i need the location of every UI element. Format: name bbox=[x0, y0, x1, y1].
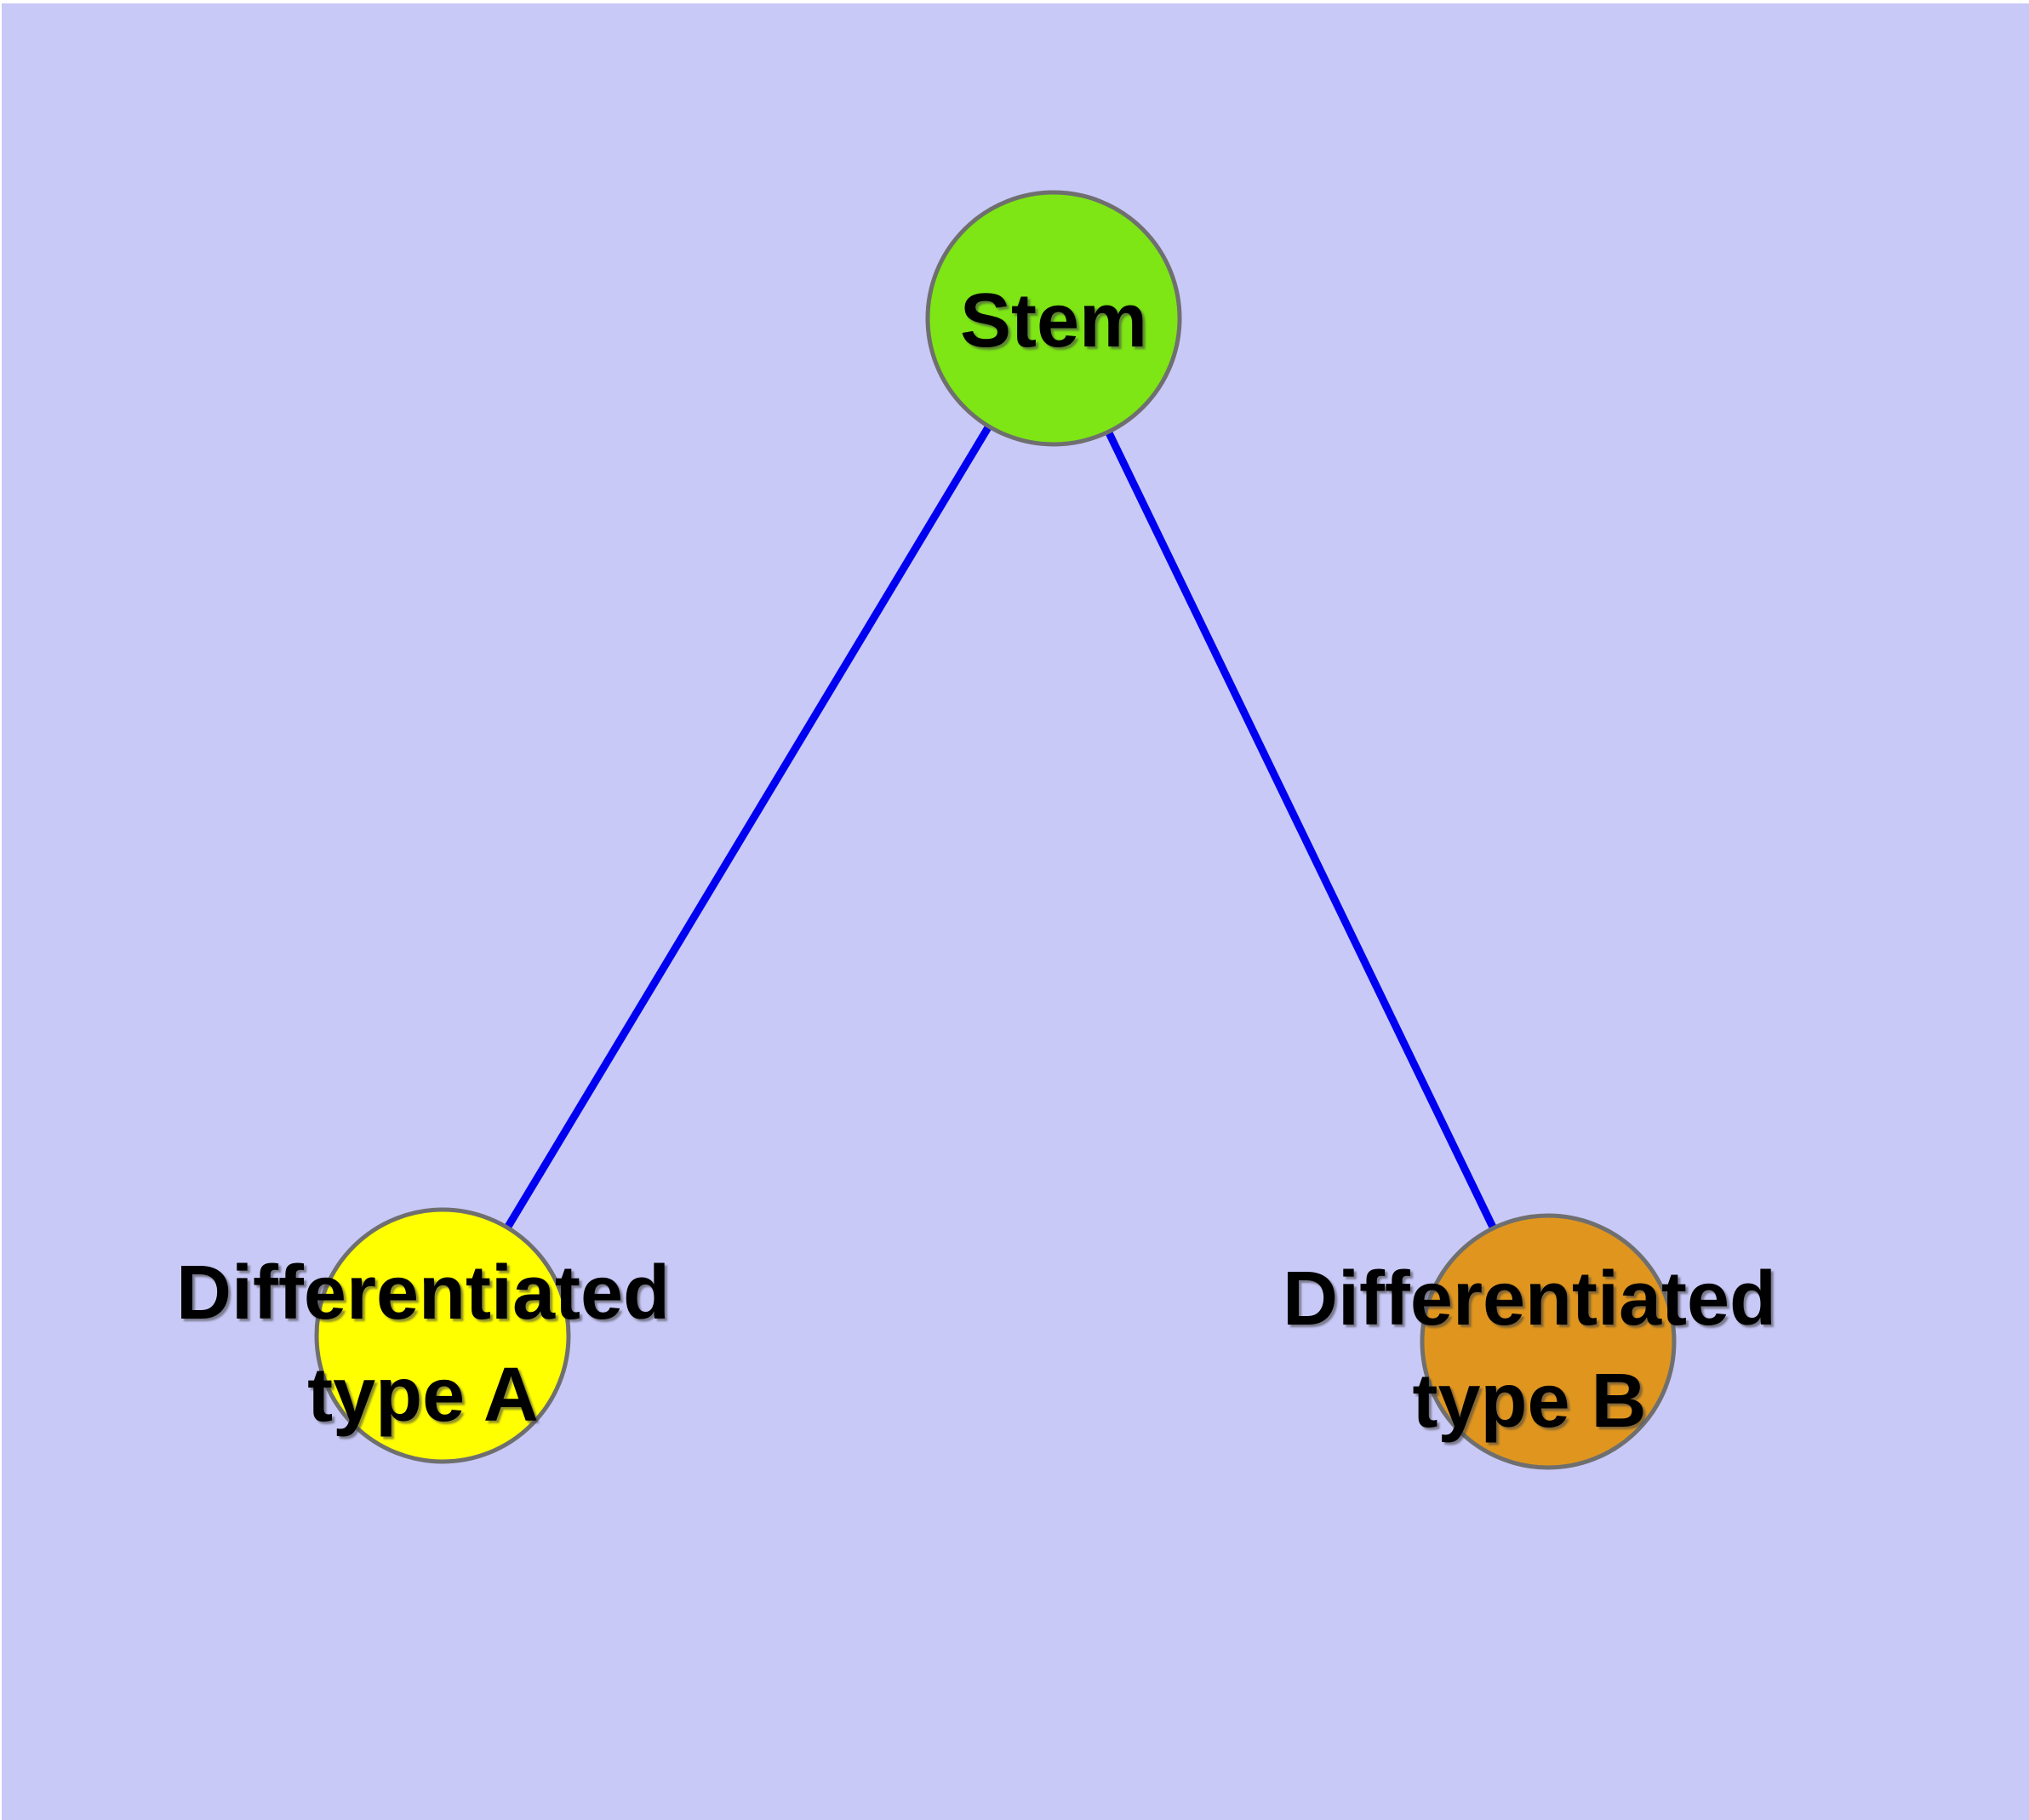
node-differentiated-type-b[interactable] bbox=[1420, 1213, 1677, 1470]
edge-stem-to-type-b bbox=[1049, 317, 1552, 1343]
node-stem[interactable] bbox=[925, 190, 1182, 447]
edge-stem-to-type-a bbox=[439, 316, 1057, 1338]
graph-svg bbox=[314, 190, 1677, 1470]
node-differentiated-type-a[interactable] bbox=[314, 1207, 571, 1464]
diagram-background: Stem Differentiated type A Differentiate… bbox=[2, 3, 2029, 1820]
